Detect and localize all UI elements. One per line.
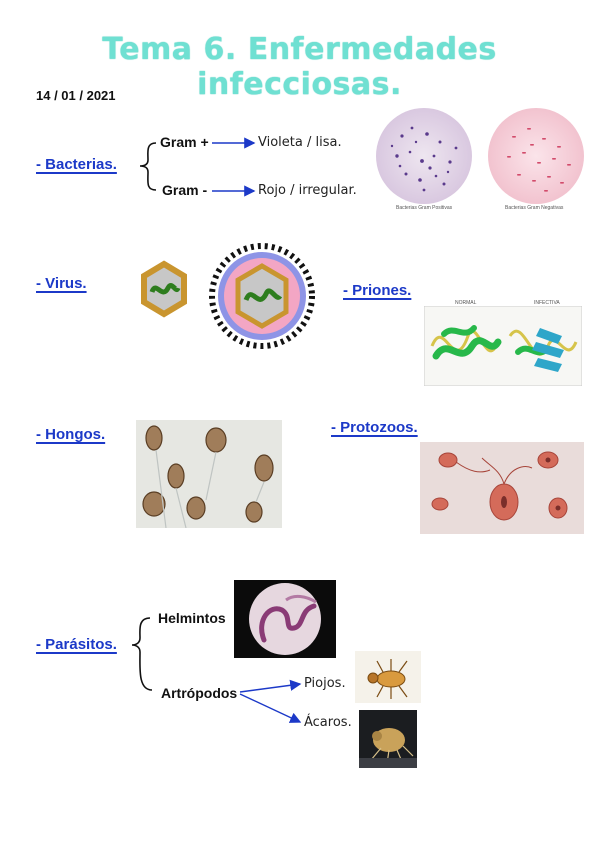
naked-virus [141,260,187,318]
caption-gram-positive: Bacterias Gram Positivas [396,205,453,211]
date-label: 14 / 01 / 2021 [36,88,116,103]
virus-diagram [141,243,315,349]
enveloped-virus [209,243,315,349]
gram-neg-label: Gram - [162,182,208,198]
helmintos-label: Helmintos [158,610,226,626]
heading-virus: - Virus. [36,275,87,292]
gram-neg-note: Rojo / irregular. [258,183,357,198]
louse-image [355,651,421,703]
piojos-label: Piojos. [304,676,346,691]
helminth-image [234,580,336,658]
protozoa-image [420,442,584,534]
fungi-image [136,420,282,528]
heading-bacterias: - Bacterias. [36,156,117,173]
prion-structure-image [424,306,582,386]
parasitos-bracket [131,617,153,691]
acaros-arrow [239,693,302,723]
mite-image [359,710,417,768]
prion-label-normal: NORMAL [455,300,477,306]
gram-stain-image [376,108,584,204]
heading-parasitos: - Parásitos. [36,636,117,653]
prion-label-infectiva: INFECTIVA [534,300,560,306]
piojos-arrow [239,679,302,693]
gram-pos-label: Gram + [160,134,209,150]
caption-gram-negative: Bacterias Gram Negativas [505,205,564,211]
heading-priones: - Priones. [343,282,412,299]
page-title: Tema 6. Enfermedades infecciosas. [102,32,497,102]
acaros-label: Ácaros. [304,715,352,730]
bacterias-bracket [139,142,157,191]
artropodos-label: Artrópodos [161,685,238,701]
gram-pos-note: Violeta / lisa. [258,135,342,150]
gram-negative-dish [488,108,584,204]
gram-positive-dish [376,108,472,204]
heading-hongos: - Hongos. [36,426,106,443]
heading-protozoos: - Protozoos. [331,419,418,436]
